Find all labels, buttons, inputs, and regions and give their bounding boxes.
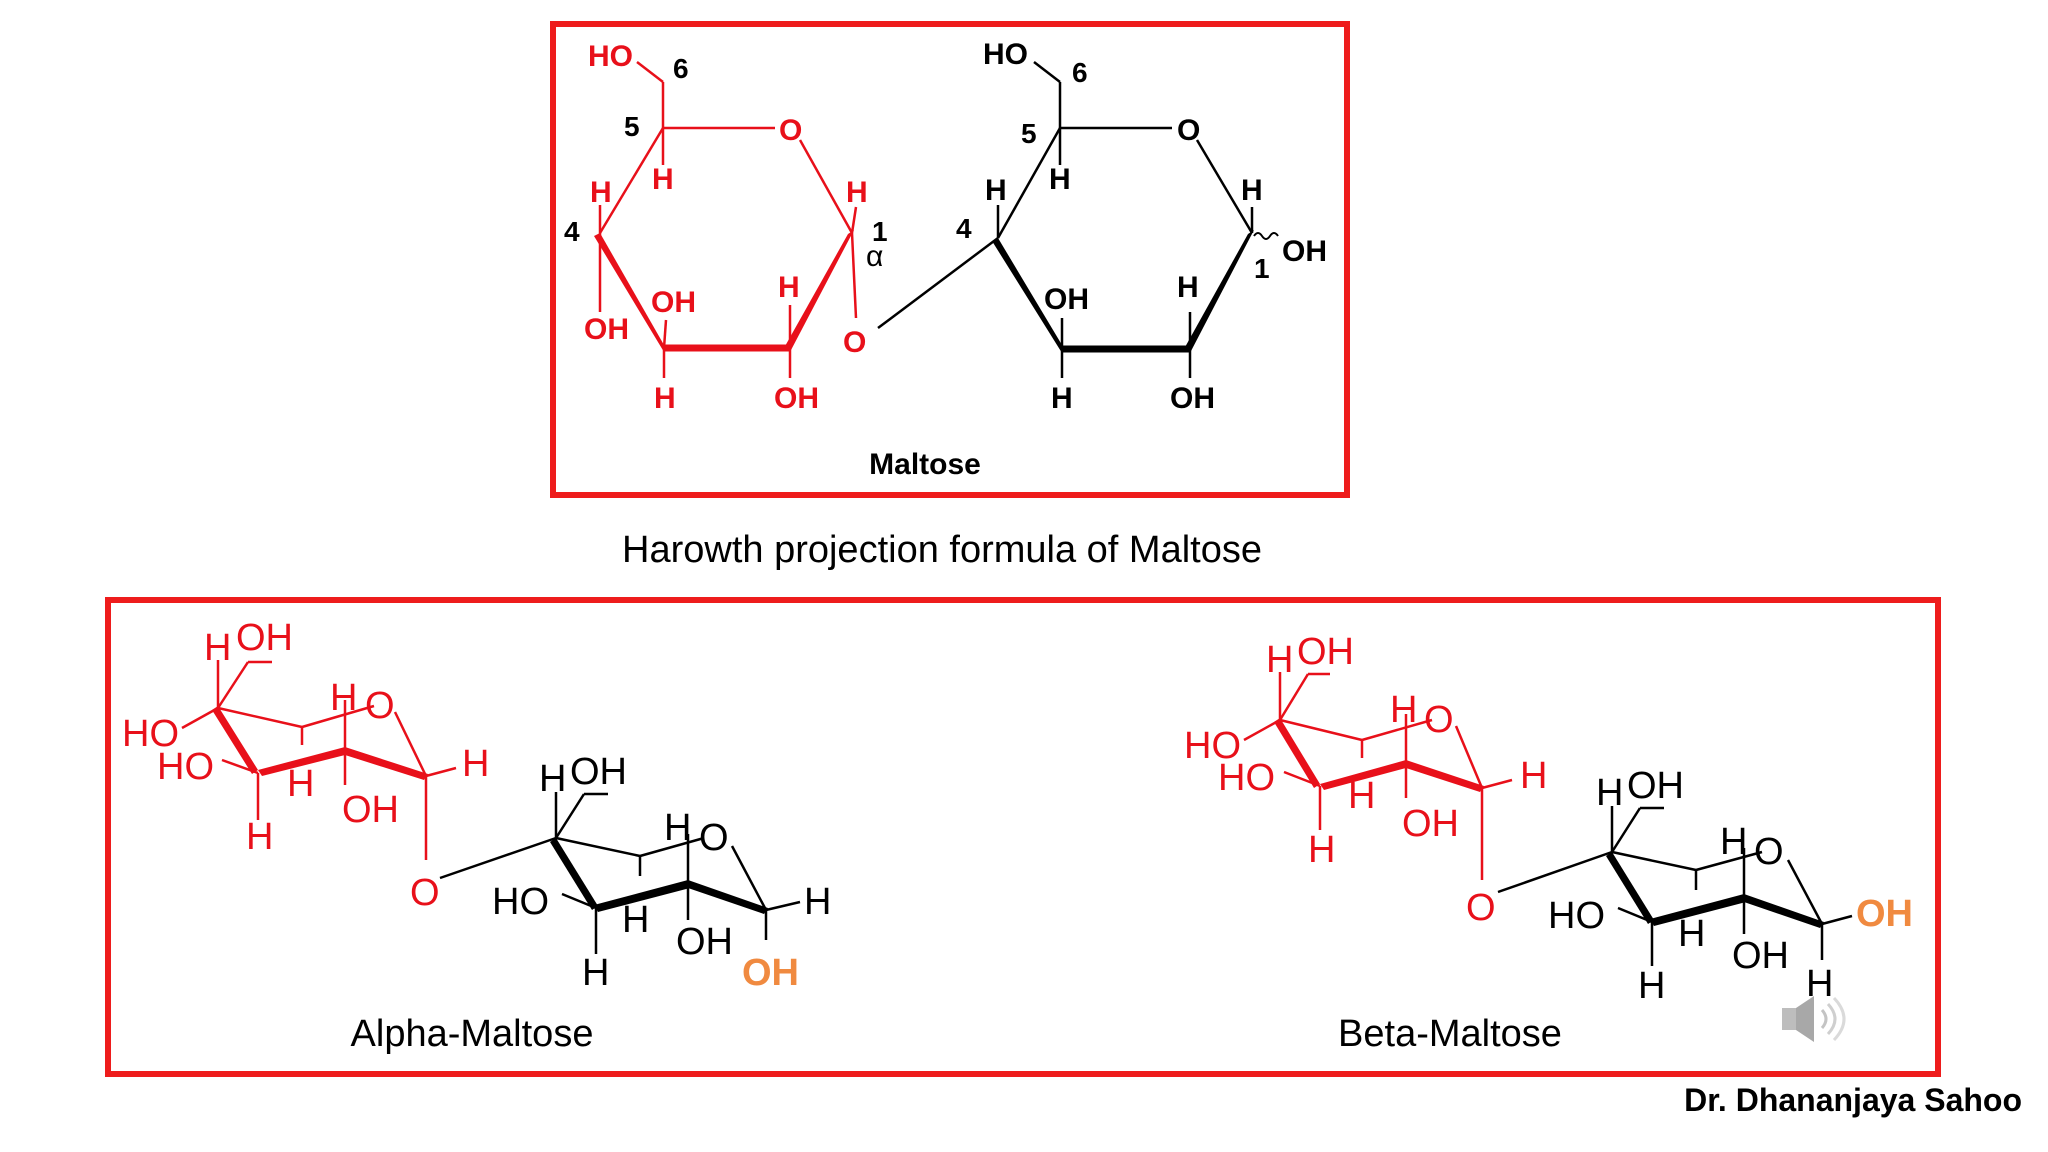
alpha-red-h-c6: H: [204, 627, 231, 669]
label-o-ring-black: O: [1177, 114, 1200, 147]
label-h-c5-black: H: [1049, 163, 1071, 196]
alpha-red-oh-c2: OH: [342, 789, 399, 831]
alpha-black-h-c5: H: [664, 807, 691, 849]
alpha-black-oh-c2: OH: [676, 921, 733, 963]
beta-black-h-c6: H: [1596, 772, 1623, 814]
alpha-black-h-c3: H: [622, 899, 649, 941]
chair-frame: [105, 597, 1941, 1077]
alpha-red-o-glycosidic: O: [410, 872, 440, 914]
label-h-c5-red: H: [652, 163, 674, 196]
label-oh-anomeric: OH: [1282, 235, 1327, 268]
label-ho-c6-red: HO: [588, 40, 633, 73]
label-h-c4-red: H: [590, 176, 612, 209]
haworth-name-label: Maltose: [869, 448, 981, 481]
alpha-red-h-c5: H: [330, 677, 357, 719]
label-c6-black: 6: [1072, 57, 1088, 88]
alpha-black-oh-c6: OH: [570, 751, 627, 793]
label-c1-red: 1: [872, 216, 888, 247]
author-credit: Dr. Dhananjaya Sahoo: [1684, 1082, 2022, 1118]
label-h-c1-black: H: [1241, 174, 1263, 207]
label-c4-black: 4: [956, 213, 972, 244]
label-h-c3-black: H: [1051, 382, 1073, 415]
label-oh-c4-red: OH: [584, 313, 629, 346]
alpha-red-ho-c4: HO: [157, 746, 214, 788]
label-c6-red: 6: [673, 53, 689, 84]
beta-red-ho-c4: HO: [1218, 757, 1275, 799]
label-o-ring-red: O: [779, 114, 802, 147]
beta-black-h-c5: H: [1720, 821, 1747, 863]
label-h-c4-black: H: [985, 174, 1007, 207]
beta-red-oh-c6: OH: [1297, 631, 1354, 673]
beta-red-oh-c2: OH: [1402, 803, 1459, 845]
wavy-bond: [1253, 232, 1279, 240]
label-c1-black: 1: [1254, 253, 1270, 284]
beta-maltose-label: Beta-Maltose: [1338, 1013, 1562, 1055]
beta-red-h-c6: H: [1266, 639, 1293, 681]
alpha-black-h-c6: H: [539, 758, 566, 800]
speaker-icon[interactable]: [1782, 996, 1846, 1042]
beta-black-h-c1: H: [1806, 963, 1833, 1005]
alpha-anomeric-oh: OH: [742, 952, 799, 994]
label-c5-red: 5: [624, 111, 640, 142]
haworth-left-glucose-ring: [594, 61, 858, 378]
label-h-c2-black: H: [1177, 271, 1199, 304]
label-oh-c2-red: OH: [774, 382, 819, 415]
beta-red-h-c1: H: [1520, 755, 1547, 797]
alpha-red-oh-c6: OH: [236, 617, 293, 659]
label-c5-black: 5: [1021, 118, 1037, 149]
label-oh-c3-red: OH: [651, 286, 696, 319]
haworth-caption: Harowth projection formula of Maltose: [622, 529, 1262, 571]
beta-red-o-ring: O: [1424, 699, 1454, 741]
alpha-red-h-c1: H: [462, 743, 489, 785]
beta-black-oh-c2: OH: [1732, 935, 1789, 977]
beta-anomeric-oh: OH: [1856, 893, 1913, 935]
alpha-black-ho-c3: HO: [492, 881, 549, 923]
label-h-c2-red: H: [778, 271, 800, 304]
glycosidic-bond: [877, 237, 999, 329]
label-oh-c2-black: OH: [1170, 382, 1215, 415]
beta-black-h-c3: H: [1678, 913, 1705, 955]
alpha-black-h-c4: H: [582, 952, 609, 994]
alpha-red-ho-c4-top: HO: [122, 713, 179, 755]
haworth-frame: [550, 21, 1350, 498]
label-c4-red: 4: [564, 216, 580, 247]
alpha-red-h-c4: H: [246, 816, 273, 858]
beta-red-h-c4: H: [1308, 829, 1335, 871]
beta-red-ho-c4-top: HO: [1184, 725, 1241, 767]
beta-black-oh-c6: OH: [1627, 765, 1684, 807]
beta-maltose-structure: [1243, 672, 1853, 966]
alpha-red-o-ring: O: [365, 685, 395, 727]
alpha-maltose-label: Alpha-Maltose: [351, 1013, 594, 1055]
beta-black-ho-c3: HO: [1548, 895, 1605, 937]
alpha-maltose-structure: [181, 660, 801, 954]
beta-black-h-c4: H: [1638, 965, 1665, 1007]
label-oh-c3-black: OH: [1044, 283, 1089, 316]
haworth-right-glucose-ring: [992, 61, 1279, 378]
beta-black-o-ring: O: [1754, 831, 1784, 873]
label-h-c1-red: H: [846, 176, 868, 209]
label-h-c3-red: H: [654, 382, 676, 415]
alpha-black-o-ring: O: [699, 817, 729, 859]
beta-red-h-c3: H: [1348, 775, 1375, 817]
label-o-glycosidic: O: [843, 326, 866, 359]
label-ho-c6-black: HO: [983, 38, 1028, 71]
beta-red-o-glycosidic: O: [1466, 887, 1496, 929]
alpha-symbol: α: [866, 240, 883, 273]
alpha-black-h-c1: H: [804, 881, 831, 923]
alpha-red-h-c3: H: [287, 763, 314, 805]
beta-red-h-c5: H: [1390, 689, 1417, 731]
